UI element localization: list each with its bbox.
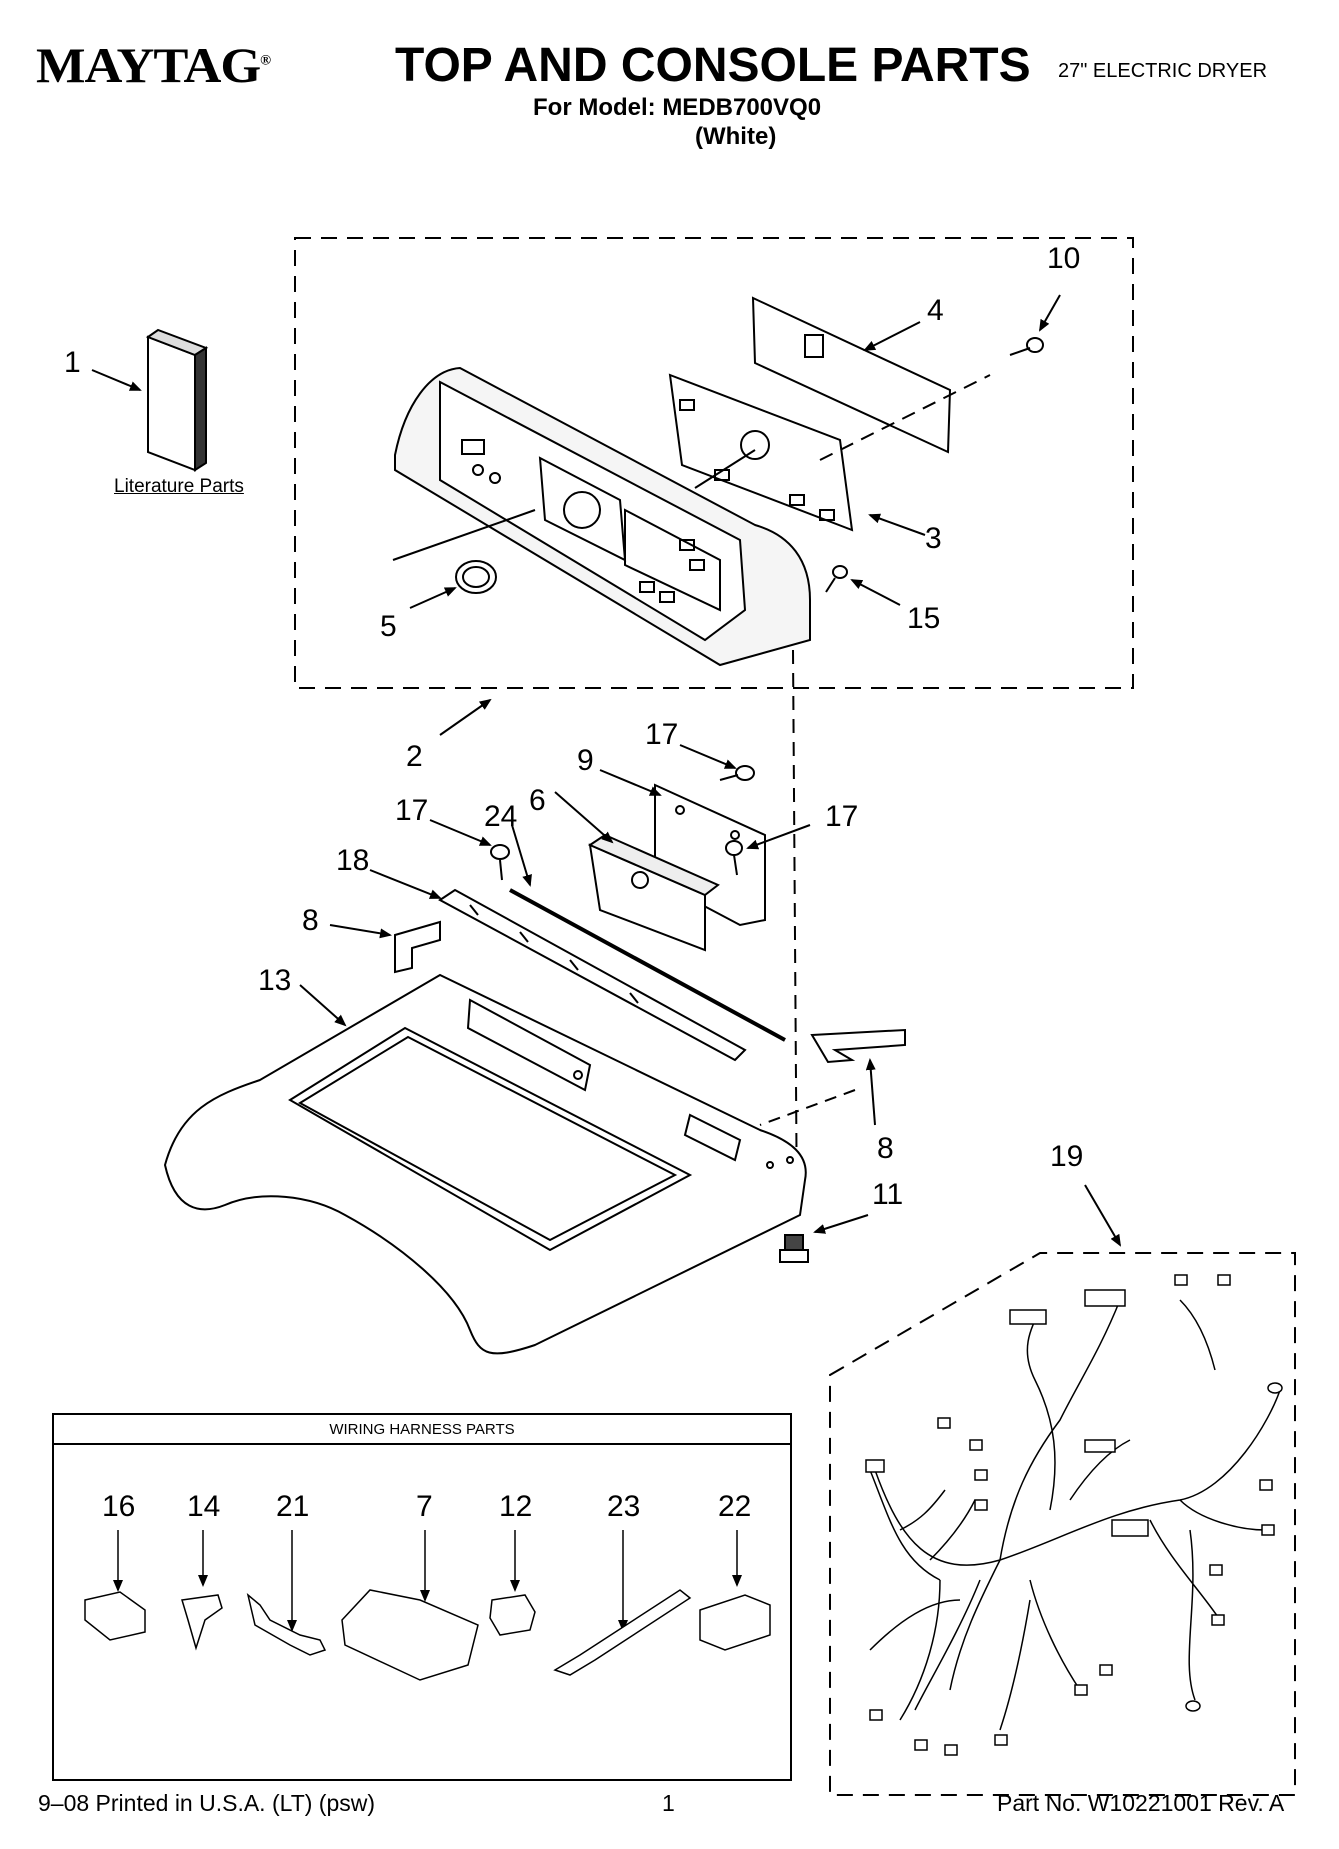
harness-item-21: 21 xyxy=(276,1490,310,1523)
knob xyxy=(455,560,497,594)
board-axis-line xyxy=(694,449,756,489)
harness-item-23: 23 xyxy=(607,1490,641,1523)
print-info: 9–08 Printed in U.S.A. (LT) (psw) xyxy=(38,1790,376,1816)
screw-10 xyxy=(1009,337,1044,356)
callout-8-left: 8 xyxy=(302,904,319,937)
color-line: (White) xyxy=(695,123,777,150)
leader-24 xyxy=(511,824,532,887)
callout-24: 24 xyxy=(484,800,518,833)
leader-10 xyxy=(1039,294,1061,332)
screw-17-top xyxy=(719,765,755,781)
model-line: For Model: MEDB700VQ0 xyxy=(533,94,822,121)
strip-8-right xyxy=(810,1028,906,1064)
harness-item-16: 16 xyxy=(102,1490,136,1523)
leader-3 xyxy=(868,513,926,536)
leader-4 xyxy=(863,321,921,351)
wiring-harness-parts-box: WIRING HARNESS PARTS xyxy=(52,1413,792,1781)
callout-17-top: 17 xyxy=(645,718,679,751)
callout-9: 9 xyxy=(577,744,594,777)
foot-11 xyxy=(779,1234,809,1263)
knob-axis-line xyxy=(392,509,536,561)
callout-19: 19 xyxy=(1050,1140,1084,1173)
module-6 xyxy=(587,833,720,952)
leader-17-top xyxy=(679,744,737,769)
leader-18 xyxy=(369,869,442,899)
brand-name: MAYTAG xyxy=(36,37,261,93)
leader-17-left xyxy=(429,819,492,846)
callout-2: 2 xyxy=(406,740,423,773)
leader-17-right xyxy=(746,824,811,850)
wiring-harness-parts-title: WIRING HARNESS PARTS xyxy=(54,1415,790,1445)
harness-box xyxy=(829,1252,1296,1796)
leader-8-right xyxy=(865,1058,876,1126)
console-assembly-box xyxy=(294,237,1134,689)
strip-18 xyxy=(438,888,747,1062)
harness-item-12: 12 xyxy=(499,1490,533,1523)
product-type: 27" ELECTRIC DRYER xyxy=(1058,60,1268,82)
callout-4: 4 xyxy=(927,294,944,327)
part-number: Part No. W10221001 Rev. A xyxy=(997,1790,1285,1816)
callout-17-right: 17 xyxy=(825,800,859,833)
literature-book xyxy=(145,328,209,472)
leader-1 xyxy=(91,369,142,391)
screw-17-left xyxy=(490,844,510,881)
callout-10: 10 xyxy=(1047,242,1081,275)
leader-9 xyxy=(599,769,662,796)
callout-18: 18 xyxy=(336,844,370,877)
console-back-panel xyxy=(751,296,952,454)
vertical-dash-line xyxy=(792,649,798,1226)
leader-13 xyxy=(299,984,347,1027)
harness-item-14: 14 xyxy=(187,1490,221,1523)
leader-19 xyxy=(1084,1184,1122,1247)
callout-15: 15 xyxy=(907,602,941,635)
top-panel-13 xyxy=(163,973,807,1355)
callout-5: 5 xyxy=(380,610,397,643)
callout-13: 13 xyxy=(258,964,292,997)
literature-parts-label: Literature Parts xyxy=(114,476,244,497)
page-number: 1 xyxy=(662,1790,675,1816)
harness-part-icons xyxy=(84,1530,771,1681)
screw-17-right xyxy=(725,840,743,876)
leader-6 xyxy=(554,791,614,844)
leader-8-left xyxy=(329,924,392,939)
wiring-harness xyxy=(865,1274,1283,1756)
page-title: TOP AND CONSOLE PARTS xyxy=(395,39,1031,92)
screw-dash-line xyxy=(819,374,991,461)
strip-dash-line xyxy=(759,1089,856,1126)
callout-17-left: 17 xyxy=(395,794,429,827)
console-housing xyxy=(394,366,811,667)
callout-1: 1 xyxy=(64,346,81,379)
knob-inner xyxy=(462,566,490,588)
screw-15 xyxy=(825,565,848,593)
harness-item-7: 7 xyxy=(416,1490,433,1523)
rod-24 xyxy=(509,888,786,1042)
leader-15 xyxy=(850,579,901,606)
trademark: ® xyxy=(260,53,271,69)
strip-8-left xyxy=(394,920,441,974)
brand-logo: MAYTAG® xyxy=(36,36,271,94)
callout-6: 6 xyxy=(529,784,546,817)
harness-item-22: 22 xyxy=(718,1490,752,1523)
callout-3: 3 xyxy=(925,522,942,555)
leader-2 xyxy=(439,698,492,736)
leader-5 xyxy=(409,587,457,609)
callout-8-right: 8 xyxy=(877,1132,894,1165)
leader-11 xyxy=(813,1214,869,1234)
callout-11: 11 xyxy=(872,1178,904,1211)
